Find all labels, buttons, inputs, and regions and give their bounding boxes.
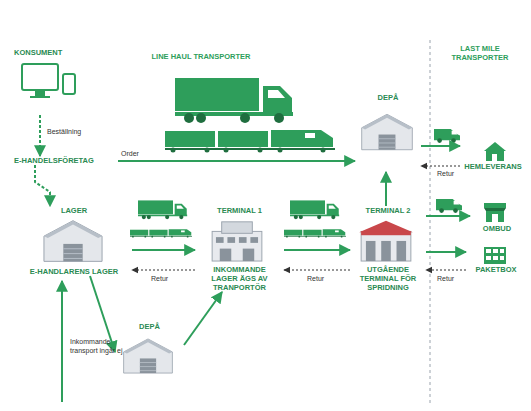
divider-line <box>430 40 431 406</box>
parcel-box-node: PAKETBOX <box>466 245 526 274</box>
truck-icon <box>138 200 187 219</box>
flow-arrow <box>426 269 466 270</box>
terminal-node: TERMINAL 1 INKOMMANDE LAGER ÄGS AV TRANPO… <box>195 206 284 292</box>
node-title: HEMLEVERANS <box>460 162 526 171</box>
van-icon <box>436 199 462 213</box>
flow-arrow <box>421 165 460 166</box>
van-icon <box>434 129 460 143</box>
flow-arrow <box>35 165 50 206</box>
flow-arrow <box>132 269 195 270</box>
node-body: INKOMMANDE LAGER ÄGS AV TRANPORTÖR <box>204 265 276 292</box>
edge-label: Beställning <box>46 128 82 136</box>
flow-arrow <box>118 160 355 162</box>
node-title: OMBUD <box>470 224 524 233</box>
node-body: E-HANDLARENS LAGER <box>19 267 129 276</box>
incoming-arrow <box>61 281 63 402</box>
node-title: PAKETBOX <box>466 265 526 274</box>
train-icon <box>165 130 335 153</box>
depot-node: DEPÅ <box>355 93 421 172</box>
edge-label: Retur <box>436 170 455 178</box>
consumer-node: KONSUMENT <box>14 48 88 115</box>
shop-icon <box>484 203 506 222</box>
company-node: E-HANDELSFÖRETAG <box>14 156 118 165</box>
terminal-icon <box>359 221 413 261</box>
computer-icon <box>22 64 75 98</box>
flow-arrow <box>184 292 222 345</box>
edge-label: Retur <box>150 275 169 283</box>
house-icon <box>484 142 506 161</box>
node-title: E-HANDELSFÖRETAG <box>14 156 118 165</box>
flow-arrow <box>421 145 460 147</box>
node-title: DEPÅ <box>355 93 421 102</box>
warehouse-node: LAGER E-HANDLARENS LAGER <box>16 206 132 276</box>
edge-label: Order <box>120 150 140 158</box>
edge-label: Retur <box>306 275 325 283</box>
node-title: TERMINAL 1 <box>195 206 284 215</box>
depot-icon <box>362 114 413 149</box>
terminal-node: TERMINAL 2 UTGÅENDE TERMINAL FÖR SPRIDNIN… <box>350 206 426 292</box>
train-icon <box>284 229 346 237</box>
node-body: UTGÅENDE TERMINAL FÖR SPRIDNING <box>356 265 420 292</box>
flow-arrow <box>284 249 350 251</box>
node-title: KONSUMENT <box>14 48 88 57</box>
flow-arrow <box>385 172 387 206</box>
truck-icon <box>175 78 293 123</box>
train-icon <box>130 229 192 237</box>
terminal-icon <box>212 222 262 261</box>
flow-arrow <box>39 115 41 156</box>
agent-node: OMBUD <box>470 200 524 233</box>
note-text: Inkommande transport ingår ej <box>70 338 128 355</box>
depot-node: DEPÅ <box>115 322 184 379</box>
delivery-node: HEMLEVERANS <box>460 140 526 171</box>
flow-arrow <box>426 251 466 253</box>
node-title: LAGER <box>16 206 132 215</box>
warehouse-icon <box>44 221 102 262</box>
parcel-box-icon <box>484 247 506 264</box>
section-heading: LAST MILE TRANSPORTER <box>440 44 520 62</box>
node-title: TERMINAL 2 <box>350 206 426 215</box>
node-title: DEPÅ <box>115 322 184 331</box>
section-heading: LINE HAUL TRANSPORTER <box>146 52 256 61</box>
truck-icon <box>290 200 339 219</box>
depot-icon <box>124 339 173 373</box>
flow-arrow <box>132 249 195 251</box>
flow-arrow <box>284 269 350 270</box>
edge-label: Retur <box>436 275 455 283</box>
flow-arrow <box>426 215 470 217</box>
